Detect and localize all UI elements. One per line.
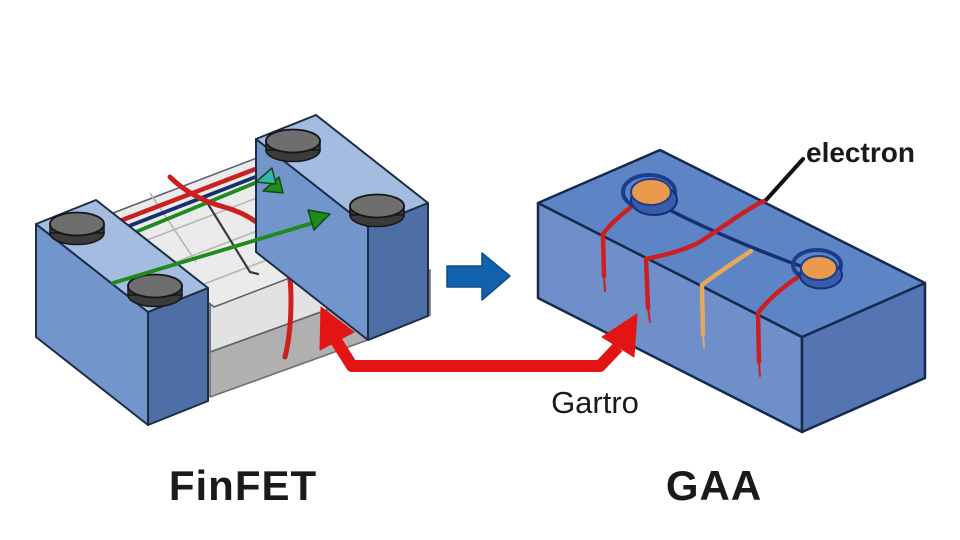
gaa-channel-line-orange	[699, 248, 754, 337]
gartro-callout-arrow-icon	[319, 306, 638, 372]
fin-crack-line	[206, 202, 260, 276]
finfet-source-block	[35, 199, 209, 426]
current-arrowhead-icon	[255, 167, 277, 185]
channel-line-green-lower	[111, 220, 318, 285]
electron-contact	[621, 173, 678, 216]
gaa-channel-tail	[702, 333, 705, 348]
electron-label: electron	[806, 137, 915, 168]
current-arrowhead-icon	[307, 209, 331, 231]
gaa-channel-line-red-electron	[643, 197, 769, 311]
finfet-structure	[35, 114, 431, 426]
contact-cap	[127, 273, 183, 308]
finfet-label: FinFET	[168, 462, 318, 509]
contact-cap	[265, 128, 321, 163]
gaa-structure	[536, 148, 927, 434]
electron-pointer-line	[765, 157, 805, 201]
gaa-channel-tail	[647, 307, 651, 323]
gaa-channel-tail	[758, 361, 761, 377]
finfet-drain-block	[255, 114, 429, 341]
contact-cap	[49, 211, 105, 246]
gaa-label: GAA	[665, 462, 763, 509]
channel-line-navy	[104, 165, 283, 237]
gaa-channel-tail	[603, 275, 606, 292]
gartro-label: Gartro	[551, 385, 639, 420]
contact-cap	[349, 193, 405, 228]
electron-contact	[791, 248, 843, 290]
transition-arrow-icon	[446, 252, 511, 301]
